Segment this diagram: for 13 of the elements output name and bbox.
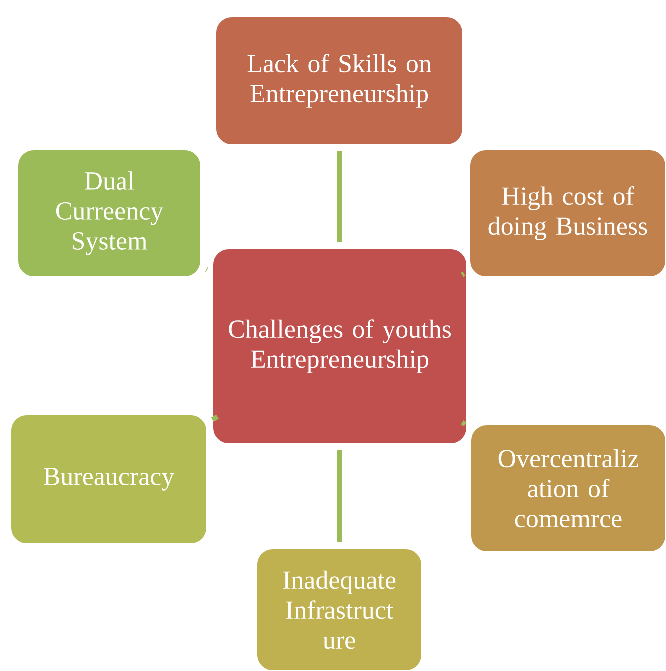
central-topic-box: Challenges of youths Entrepreneurship (212, 248, 468, 444)
topic-box: Overcentraliz ation of comemrce (470, 424, 666, 552)
topic-box: Inadequate Infrastruct ure (256, 548, 422, 671)
connector-line (337, 152, 342, 242)
connector-line (205, 267, 209, 272)
connector-line (461, 272, 466, 278)
topic-box: Bureaucracy (10, 414, 208, 544)
topic-box: Dual Curreency System (18, 150, 202, 278)
connector-line (337, 450, 342, 542)
topic-box: High cost of doing Business (470, 150, 666, 278)
connector-line (211, 414, 219, 422)
topic-box: Lack of Skills on Entrepreneurship (216, 16, 464, 146)
connector-line (461, 420, 467, 427)
